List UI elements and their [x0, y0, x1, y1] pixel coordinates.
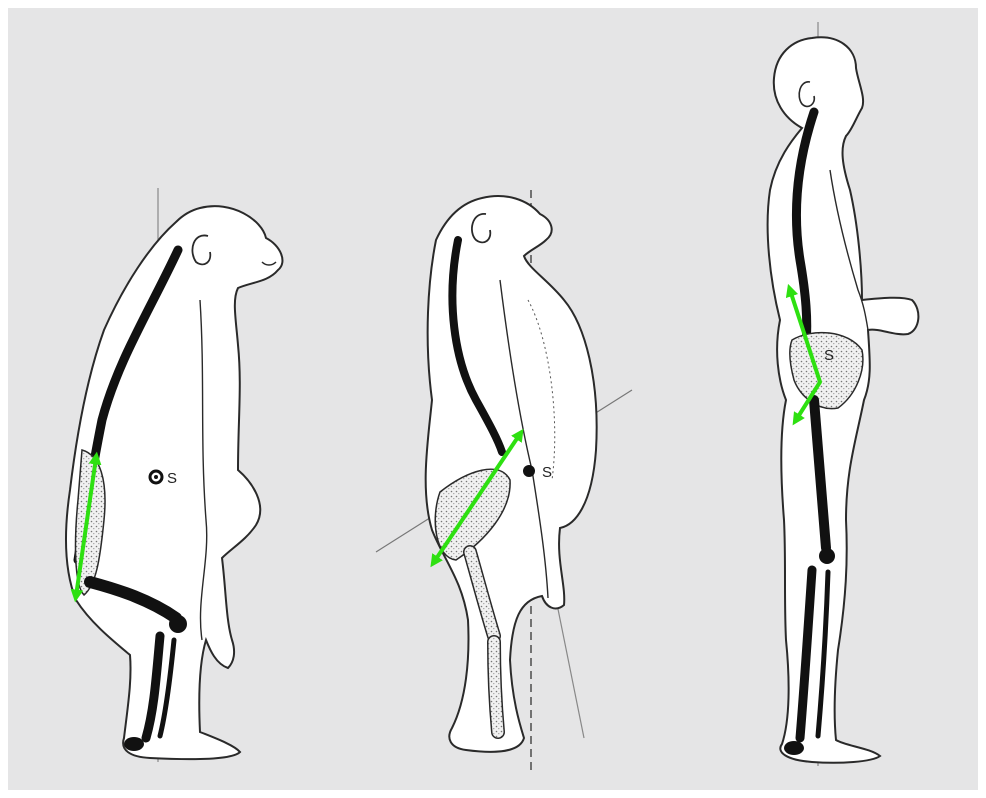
australo-s-label: S: [542, 464, 552, 481]
australo-center-of-gravity-marker: [523, 465, 535, 477]
chimp-s-label: S: [167, 470, 177, 487]
human-heel: [784, 741, 804, 755]
chimp-heel: [124, 737, 144, 751]
human-s-label: S: [824, 347, 834, 364]
chimp-knee: [169, 615, 187, 633]
human-knee: [819, 548, 835, 564]
